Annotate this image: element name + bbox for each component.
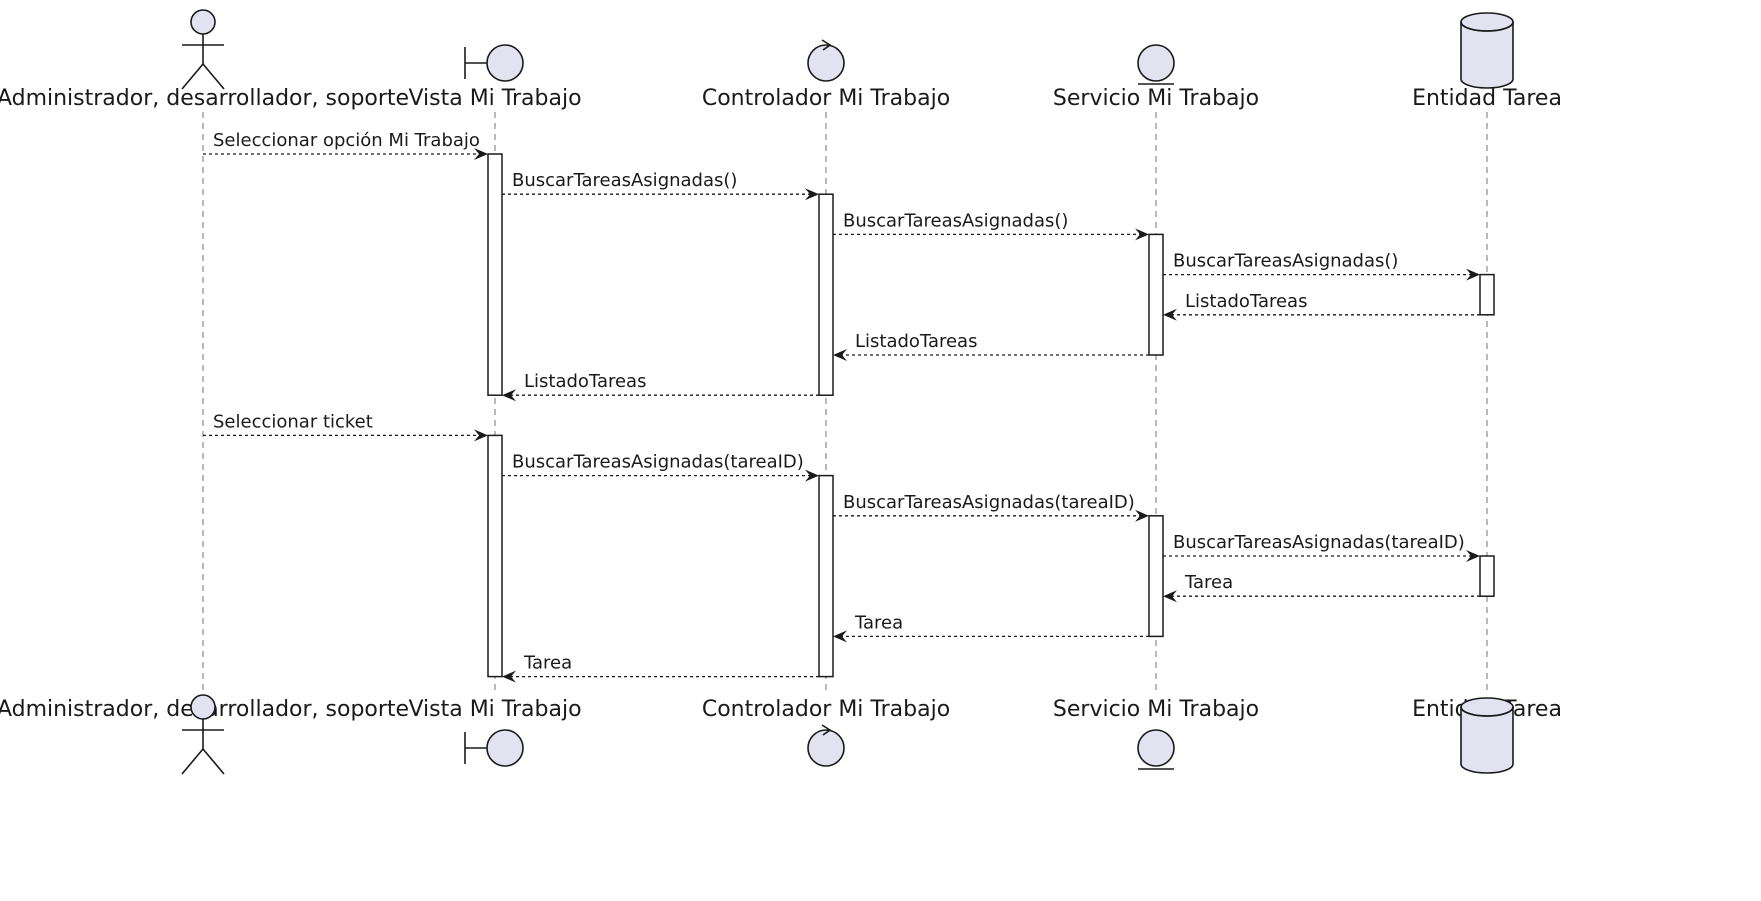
- participant-label-entidad-top: Entidad Tarea: [1412, 86, 1562, 111]
- control-icon: [807, 724, 845, 767]
- activation-bar-controlador: [818, 193, 834, 396]
- entity-icon: [1137, 729, 1175, 770]
- message-label: BuscarTareasAsignadas(tareaID): [1173, 532, 1465, 553]
- arrowhead-icon: [833, 349, 847, 361]
- database-icon: [1460, 12, 1514, 89]
- participant-label-controlador-top: Controlador Mi Trabajo: [702, 86, 950, 111]
- participant-label-vista-top: Vista Mi Trabajo: [408, 86, 581, 111]
- database-icon: [1460, 697, 1514, 774]
- message-label: ListadoTareas: [1185, 291, 1307, 312]
- arrowhead-icon: [1163, 590, 1177, 603]
- activation-bar-entidad: [1479, 273, 1495, 316]
- arrowhead-icon: [805, 188, 819, 201]
- participant-label-controlador-bottom: Controlador Mi Trabajo: [702, 697, 950, 722]
- message-label: Tarea: [523, 653, 572, 674]
- participant-label-vista-bottom: Vista Mi Trabajo: [408, 697, 581, 722]
- message-label: Seleccionar opción Mi Trabajo: [213, 130, 480, 151]
- message-label: Seleccionar ticket: [213, 411, 373, 432]
- activation-bar-vista: [487, 153, 503, 396]
- message-label: BuscarTareasAsignadas(): [1173, 251, 1398, 272]
- arrowhead-icon: [1135, 228, 1149, 241]
- message-label: BuscarTareasAsignadas(tareaID): [512, 452, 804, 473]
- activation-bar-vista: [487, 434, 503, 678]
- arrowhead-icon: [833, 630, 847, 643]
- participant-label-servicio-bottom: Servicio Mi Trabajo: [1053, 697, 1259, 722]
- arrowhead-icon: [805, 469, 819, 482]
- arrowhead-icon: [1135, 509, 1149, 522]
- activation-bar-controlador: [818, 474, 834, 678]
- message-label: Tarea: [854, 612, 903, 633]
- entity-icon: [1137, 44, 1175, 85]
- arrowhead-icon: [1163, 308, 1177, 321]
- activation-bar-servicio: [1148, 233, 1164, 356]
- participant-label-servicio-top: Servicio Mi Trabajo: [1053, 86, 1259, 111]
- activation-bar-entidad: [1479, 555, 1495, 597]
- message-label: BuscarTareasAsignadas(): [512, 170, 737, 191]
- message-label: Tarea: [1184, 572, 1233, 593]
- arrowhead-icon: [1466, 268, 1480, 281]
- arrowhead-icon: [474, 148, 488, 160]
- message-label: ListadoTareas: [524, 371, 646, 392]
- activation-bar-servicio: [1148, 515, 1164, 638]
- message-label: ListadoTareas: [855, 331, 977, 352]
- message-label: BuscarTareasAsignadas(tareaID): [843, 492, 1135, 513]
- boundary-icon: [464, 44, 524, 82]
- participant-label-actor-top: Administrador, desarrollador, soporte: [0, 86, 409, 111]
- arrowhead-icon: [474, 429, 488, 442]
- boundary-icon: [464, 729, 524, 767]
- arrowhead-icon: [1466, 550, 1480, 562]
- arrowhead-icon: [502, 670, 516, 683]
- control-icon: [807, 39, 845, 82]
- arrowhead-icon: [502, 389, 516, 402]
- message-label: BuscarTareasAsignadas(): [843, 210, 1068, 231]
- actor-icon: [181, 9, 225, 90]
